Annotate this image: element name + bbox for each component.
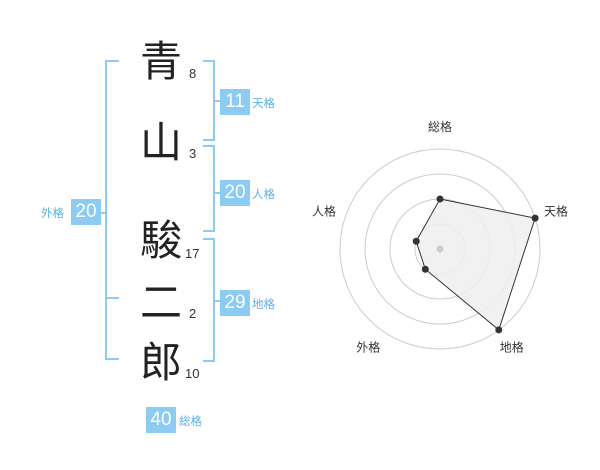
radar-point-2 xyxy=(531,214,539,222)
chikaku-label: 地格 xyxy=(252,297,275,311)
stroke-count-3: 17 xyxy=(185,246,200,261)
gaikaku-divider xyxy=(105,297,119,299)
jinkaku-bracket xyxy=(203,145,215,232)
name-char-4: 二 xyxy=(139,278,182,327)
radar-axis-label-3: 地格 xyxy=(500,340,524,355)
gaikaku-connector xyxy=(97,212,106,214)
jinkaku-connector xyxy=(213,192,222,194)
radar-point-1 xyxy=(436,195,444,203)
radar-point-3 xyxy=(495,326,503,334)
radar-axis-label-5: 人格 xyxy=(312,203,336,218)
name-char-1: 青 xyxy=(139,37,182,86)
radar-axis-label-1: 総格 xyxy=(428,119,452,134)
radar-point-5 xyxy=(412,237,420,245)
soukaku-label: 総格 xyxy=(179,414,202,428)
tenkaku-connector xyxy=(213,100,222,102)
name-char-5: 郎 xyxy=(139,338,182,387)
soukaku-value: 40 xyxy=(146,407,176,433)
gaikaku-value: 20 xyxy=(71,199,101,225)
tenkaku-label: 天格 xyxy=(252,96,275,110)
radar-axis-label-4: 外格 xyxy=(356,340,380,355)
jinkaku-label: 人格 xyxy=(252,187,275,201)
radar-point-4 xyxy=(421,265,429,273)
radar-score-polygon xyxy=(415,198,536,331)
stroke-count-2: 3 xyxy=(189,146,197,161)
chikaku-value: 29 xyxy=(220,290,250,316)
radar-axis-label-2: 天格 xyxy=(544,203,568,218)
chikaku-connector xyxy=(213,300,222,302)
stroke-count-4: 2 xyxy=(189,306,197,321)
jinkaku-value: 20 xyxy=(220,180,250,206)
radar-grid-ring-4 xyxy=(339,148,541,350)
stroke-count-1: 8 xyxy=(189,66,197,81)
gaikaku-bracket xyxy=(105,60,119,360)
stroke-count-5: 10 xyxy=(185,366,200,381)
name-char-2: 山 xyxy=(139,118,182,167)
name-char-3: 駿 xyxy=(139,216,182,265)
gaikaku-label: 外格 xyxy=(41,206,64,220)
radar-center-dot xyxy=(436,245,444,253)
tenkaku-value: 11 xyxy=(220,89,250,115)
